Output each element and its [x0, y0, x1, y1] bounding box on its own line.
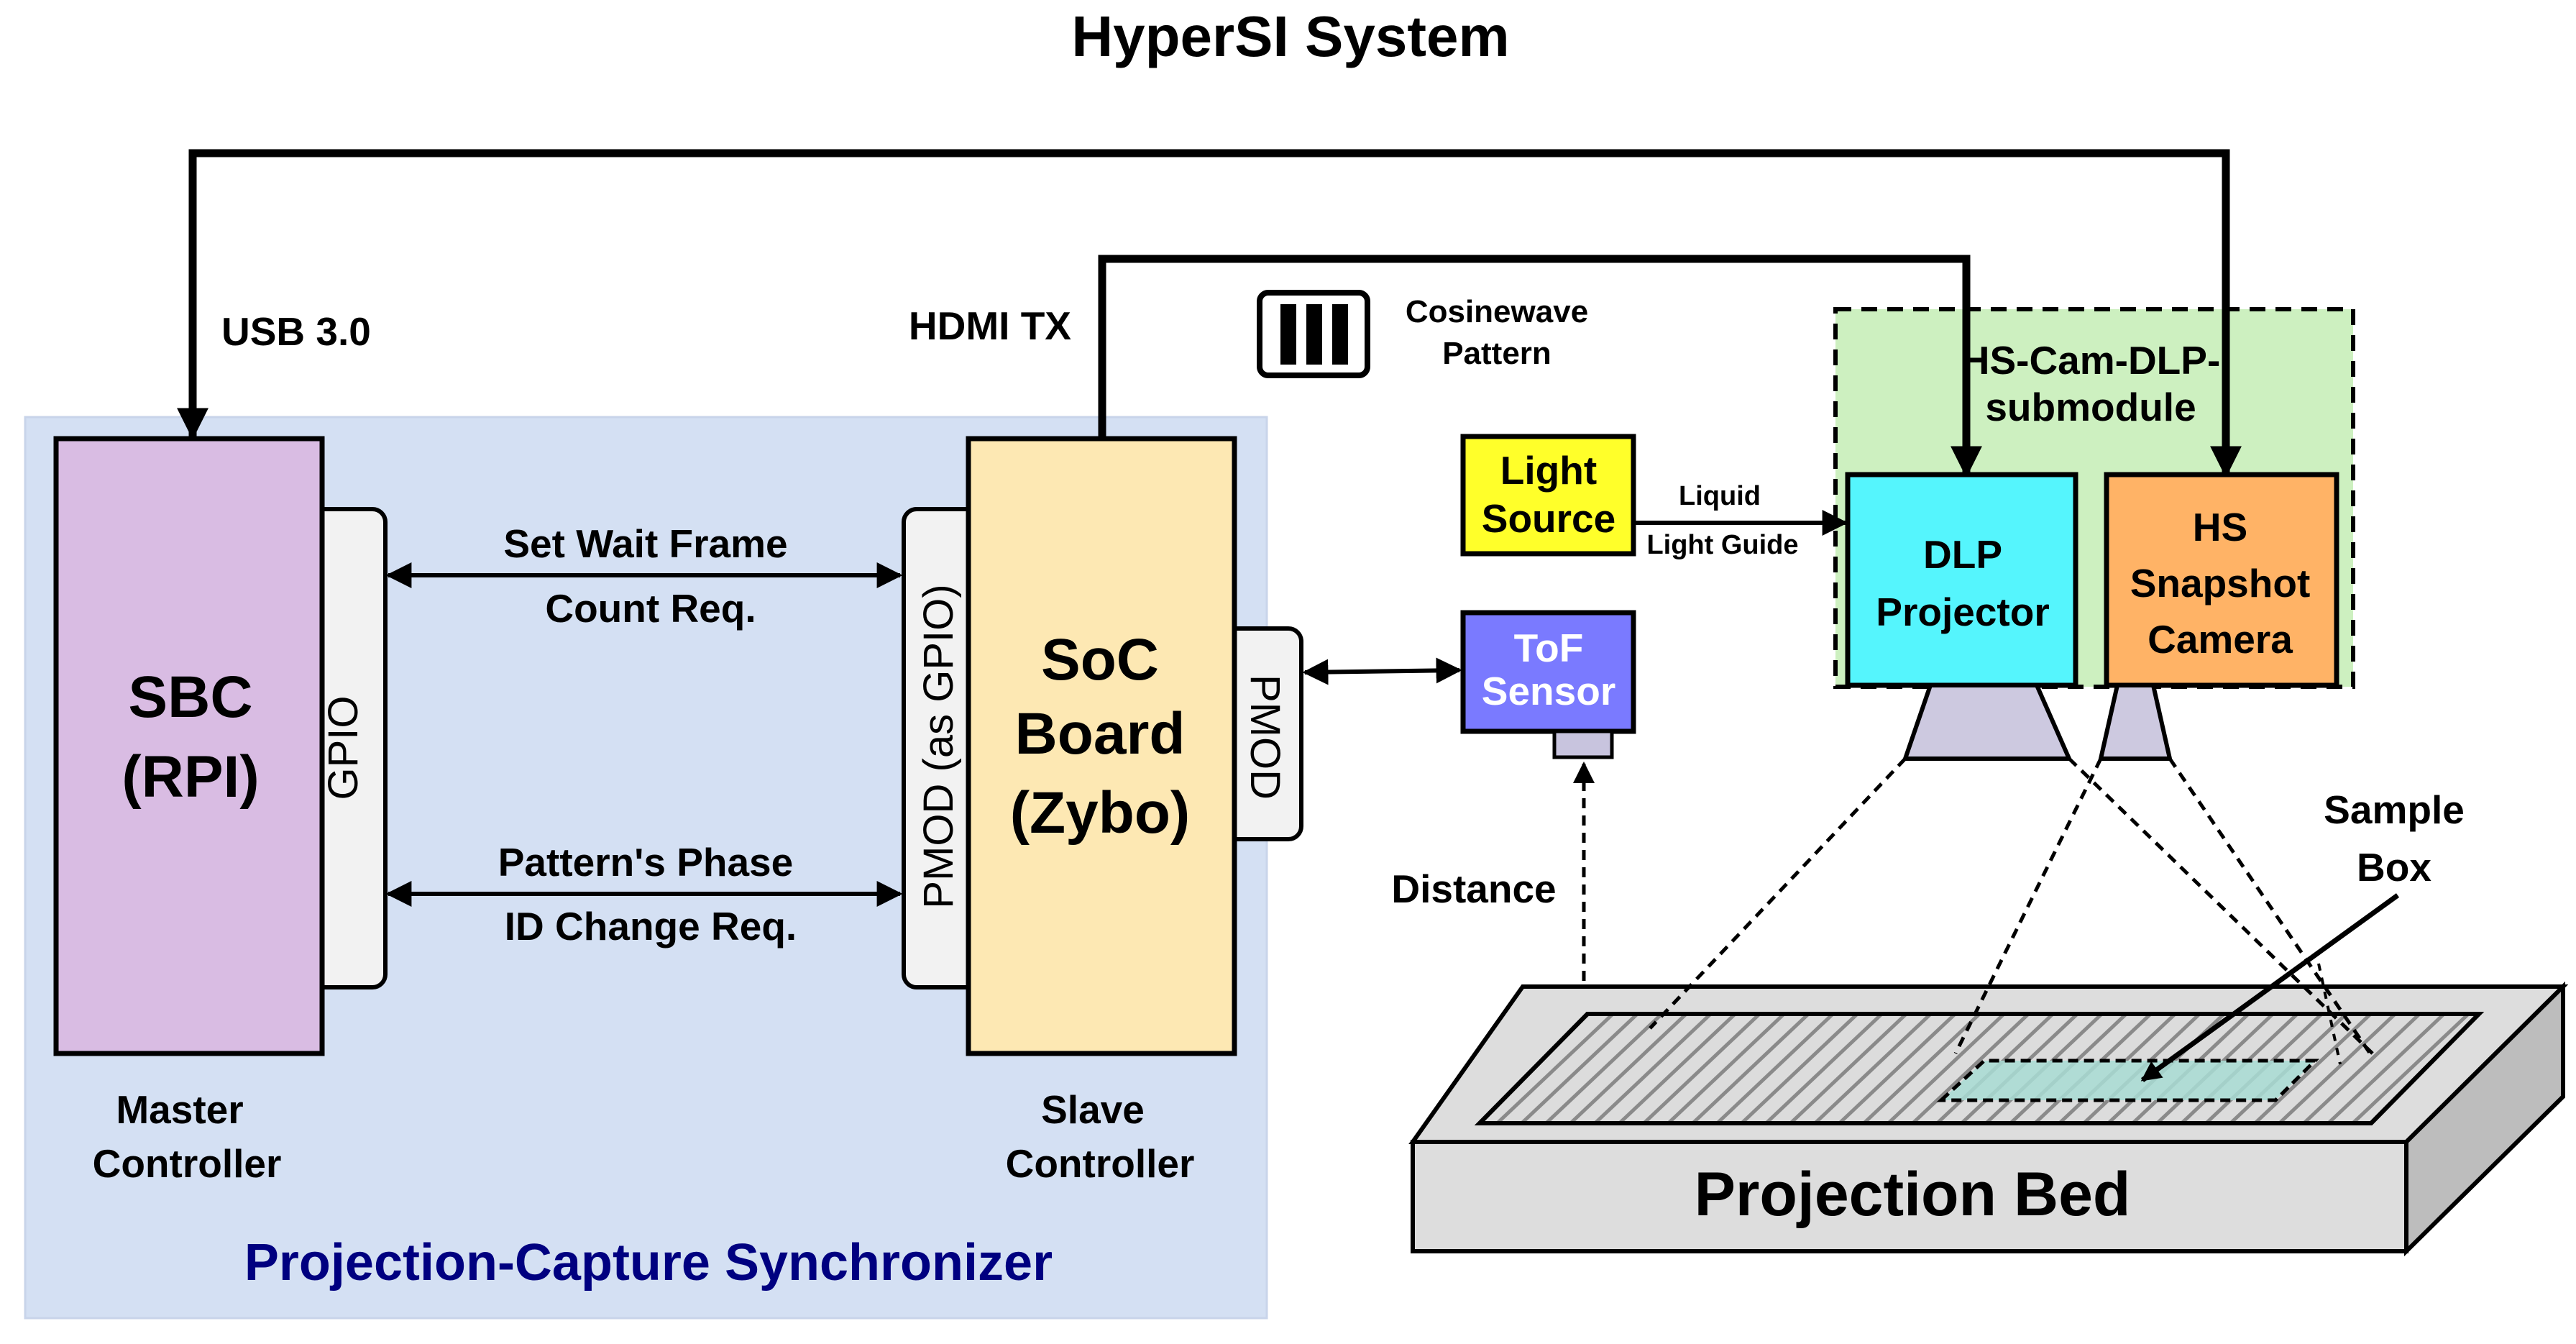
tof-lens: [1552, 729, 1614, 759]
stripe-line: [1832, 1014, 1964, 1123]
stripe-pattern-icon: [1257, 290, 1370, 378]
sample-box: [1936, 1059, 2320, 1102]
stripe-line: [1881, 1014, 2013, 1123]
camera-cone-left: [1953, 757, 2103, 1055]
usb-label: USB 3.0: [221, 309, 371, 354]
projector-cone-right: [2068, 757, 2374, 1055]
tof-sensor-block: [1460, 610, 1636, 734]
camera-cone-right: [2168, 757, 2375, 1059]
stripe-line: [1563, 1014, 1695, 1123]
wait-frame-label-line2: Count Req.: [545, 586, 756, 631]
soc-caption-line2: Controller: [1006, 1141, 1195, 1186]
sample-box-pointer: [2140, 893, 2400, 1082]
sbc-block: [53, 436, 325, 1056]
diagram-title: HyperSI System: [1071, 4, 1509, 68]
stripe-line: [1685, 1014, 1818, 1123]
sbc-caption-line1: Master: [116, 1087, 243, 1132]
stripe-line: [1905, 1014, 2038, 1123]
tof-label-line2: Sensor: [1482, 669, 1615, 713]
camera-label-line2: Snapshot: [2130, 561, 2311, 605]
sbc-caption-line2: Controller: [93, 1141, 282, 1186]
camera-lens: [2098, 683, 2173, 761]
soc-label-line1: SoC: [1041, 627, 1159, 692]
soc-left-pmod-label: PMOD (as GPIO): [915, 584, 962, 908]
distance-label: Distance: [1391, 867, 1556, 911]
sample-box-label-line1: Sample: [2324, 787, 2465, 832]
hdmi-label: HDMI TX: [909, 303, 1071, 348]
sample-box-label-line2: Box: [2357, 845, 2431, 890]
stripe-line: [2345, 1014, 2478, 1123]
submodule-label-line2: submodule: [1985, 385, 2196, 429]
sbc-label-line2: (RPI): [122, 744, 259, 810]
stripe-line: [2296, 1014, 2429, 1123]
light-source-block: [1460, 434, 1636, 557]
stripe-line: [1636, 1014, 1769, 1123]
stripe-line: [2247, 1014, 2380, 1123]
projection-surface-outline: [1474, 1012, 2485, 1125]
stripe-line: [1807, 1014, 1940, 1123]
camera-label-line3: Camera: [2148, 617, 2293, 662]
sbc-label-line1: SBC: [128, 664, 252, 730]
synchronizer-label: Projection-Capture Synchronizer: [244, 1234, 1053, 1292]
stripe-line: [1661, 1014, 1793, 1123]
soc-label-line3: (Zybo): [1010, 780, 1190, 846]
stripe-line: [1539, 1014, 1671, 1123]
dlp-lens: [1902, 683, 2073, 761]
phase-id-label-line1: Pattern's Phase: [498, 840, 794, 884]
stripe-line: [1710, 1014, 1842, 1123]
submodule-label-line1: HS-Cam-DLP-: [1961, 338, 2221, 383]
pattern-label-line1: Cosinewave: [1406, 294, 1588, 329]
usb-link: [177, 149, 2242, 478]
stripe-line: [2272, 1014, 2404, 1123]
camera-label-line1: HS: [2193, 505, 2247, 549]
camera-cone-right-ext: [2317, 963, 2342, 1065]
dlp-label-line2: Projector: [1876, 590, 2049, 634]
light-source-label-line1: Light: [1500, 448, 1597, 493]
stripe-line: [1759, 1014, 1891, 1123]
stripe-line: [2321, 1014, 2453, 1123]
projection-bed-front: [1411, 1140, 2408, 1253]
soc-right-pmod-label: PMOD: [1242, 675, 1288, 800]
light-source-label-line2: Source: [1482, 496, 1615, 541]
phase-id-label-line2: ID Change Req.: [505, 904, 797, 948]
projection-bed-label: Projection Bed: [1695, 1160, 2131, 1229]
sbc-gpio-label: GPIO: [320, 695, 367, 800]
soc-caption-line1: Slave: [1041, 1087, 1145, 1132]
pmod-tof-arrow: [1302, 657, 1462, 685]
dlp-projector-block: [1845, 472, 2078, 688]
tof-label-line1: ToF: [1514, 626, 1584, 670]
soc-block: [966, 436, 1237, 1056]
stripe-line: [1856, 1014, 1989, 1123]
stripe-line: [1490, 1014, 1622, 1123]
dlp-label-line1: DLP: [1923, 532, 2002, 577]
stripe-line: [1612, 1014, 1744, 1123]
pattern-label-line2: Pattern: [1442, 336, 1551, 371]
soc-label-line2: Board: [1015, 701, 1186, 767]
stripe-line: [1514, 1014, 1646, 1123]
hdmi-link: [1098, 255, 1982, 478]
stripe-line: [1587, 1014, 1720, 1123]
wait-frame-label-line1: Set Wait Frame: [503, 521, 787, 566]
stripe-line: [1734, 1014, 1866, 1123]
camera-block: [2104, 472, 2339, 688]
stripe-line: [1783, 1014, 1915, 1123]
light-guide-label-line1: Liquid: [1679, 481, 1761, 511]
light-guide-label-line2: Light Guide: [1646, 530, 1798, 560]
